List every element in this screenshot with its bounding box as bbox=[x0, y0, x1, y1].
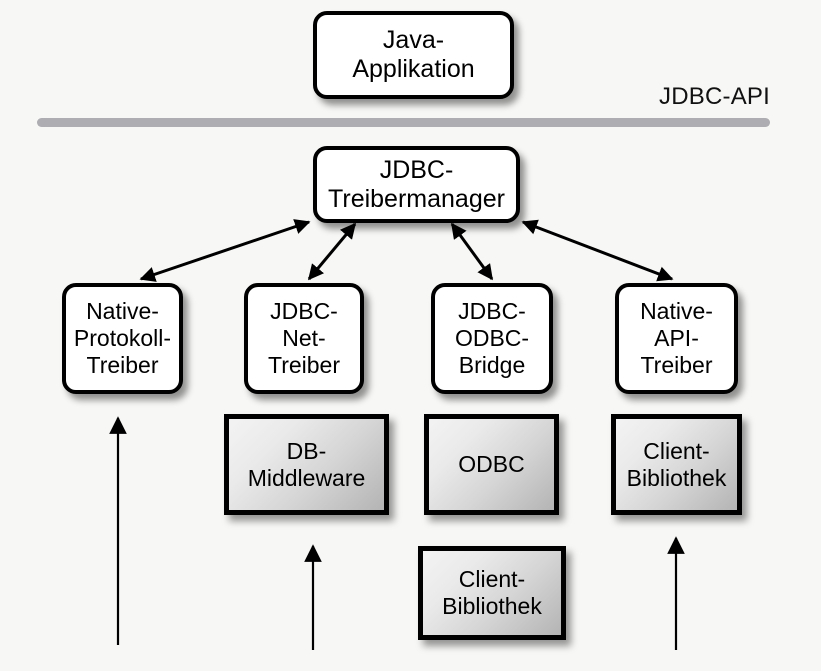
box-client-bibliothek-right-label: Client- Bibliothek bbox=[626, 437, 727, 491]
arrow-manager-native-api bbox=[521, 219, 674, 282]
box-client-bibliothek-right[interactable]: Client- Bibliothek bbox=[611, 414, 742, 515]
node-native-protokoll-treiber[interactable]: Native- Protokoll- Treiber bbox=[62, 283, 183, 394]
node-java-applikation[interactable]: Java- Applikation bbox=[313, 11, 514, 99]
box-client-bibliothek-middle-label: Client- Bibliothek bbox=[442, 566, 542, 619]
node-jdbc-odbc-bridge[interactable]: JDBC- ODBC- Bridge bbox=[431, 283, 553, 394]
box-client-bibliothek-middle[interactable]: Client- Bibliothek bbox=[418, 546, 566, 640]
jdbc-api-label: JDBC-API bbox=[659, 83, 770, 110]
node-java-applikation-label: Java- Applikation bbox=[352, 26, 475, 83]
box-odbc-label: ODBC bbox=[458, 451, 525, 478]
node-jdbc-treibermanager[interactable]: JDBC- Treibermanager bbox=[313, 146, 520, 223]
arrow-manager-native-protokoll bbox=[139, 219, 311, 282]
node-jdbc-treibermanager-label: JDBC- Treibermanager bbox=[328, 155, 505, 213]
arrow-manager-jdbc-odbc bbox=[450, 222, 494, 281]
jdbc-api-separator-line bbox=[37, 118, 770, 127]
node-native-api-treiber[interactable]: Native- API- Treiber bbox=[615, 283, 738, 394]
box-db-middleware[interactable]: DB- Middleware bbox=[224, 414, 389, 515]
node-jdbc-odbc-bridge-label: JDBC- ODBC- Bridge bbox=[454, 298, 530, 378]
node-native-protokoll-treiber-label: Native- Protokoll- Treiber bbox=[73, 298, 172, 378]
arrow-manager-jdbc-net bbox=[307, 222, 357, 281]
node-jdbc-net-treiber[interactable]: JDBC- Net- Treiber bbox=[244, 283, 364, 394]
node-jdbc-net-treiber-label: JDBC- Net- Treiber bbox=[268, 298, 340, 378]
box-db-middleware-label: DB- Middleware bbox=[247, 437, 366, 491]
box-odbc[interactable]: ODBC bbox=[424, 414, 559, 515]
node-native-api-treiber-label: Native- API- Treiber bbox=[640, 298, 713, 378]
